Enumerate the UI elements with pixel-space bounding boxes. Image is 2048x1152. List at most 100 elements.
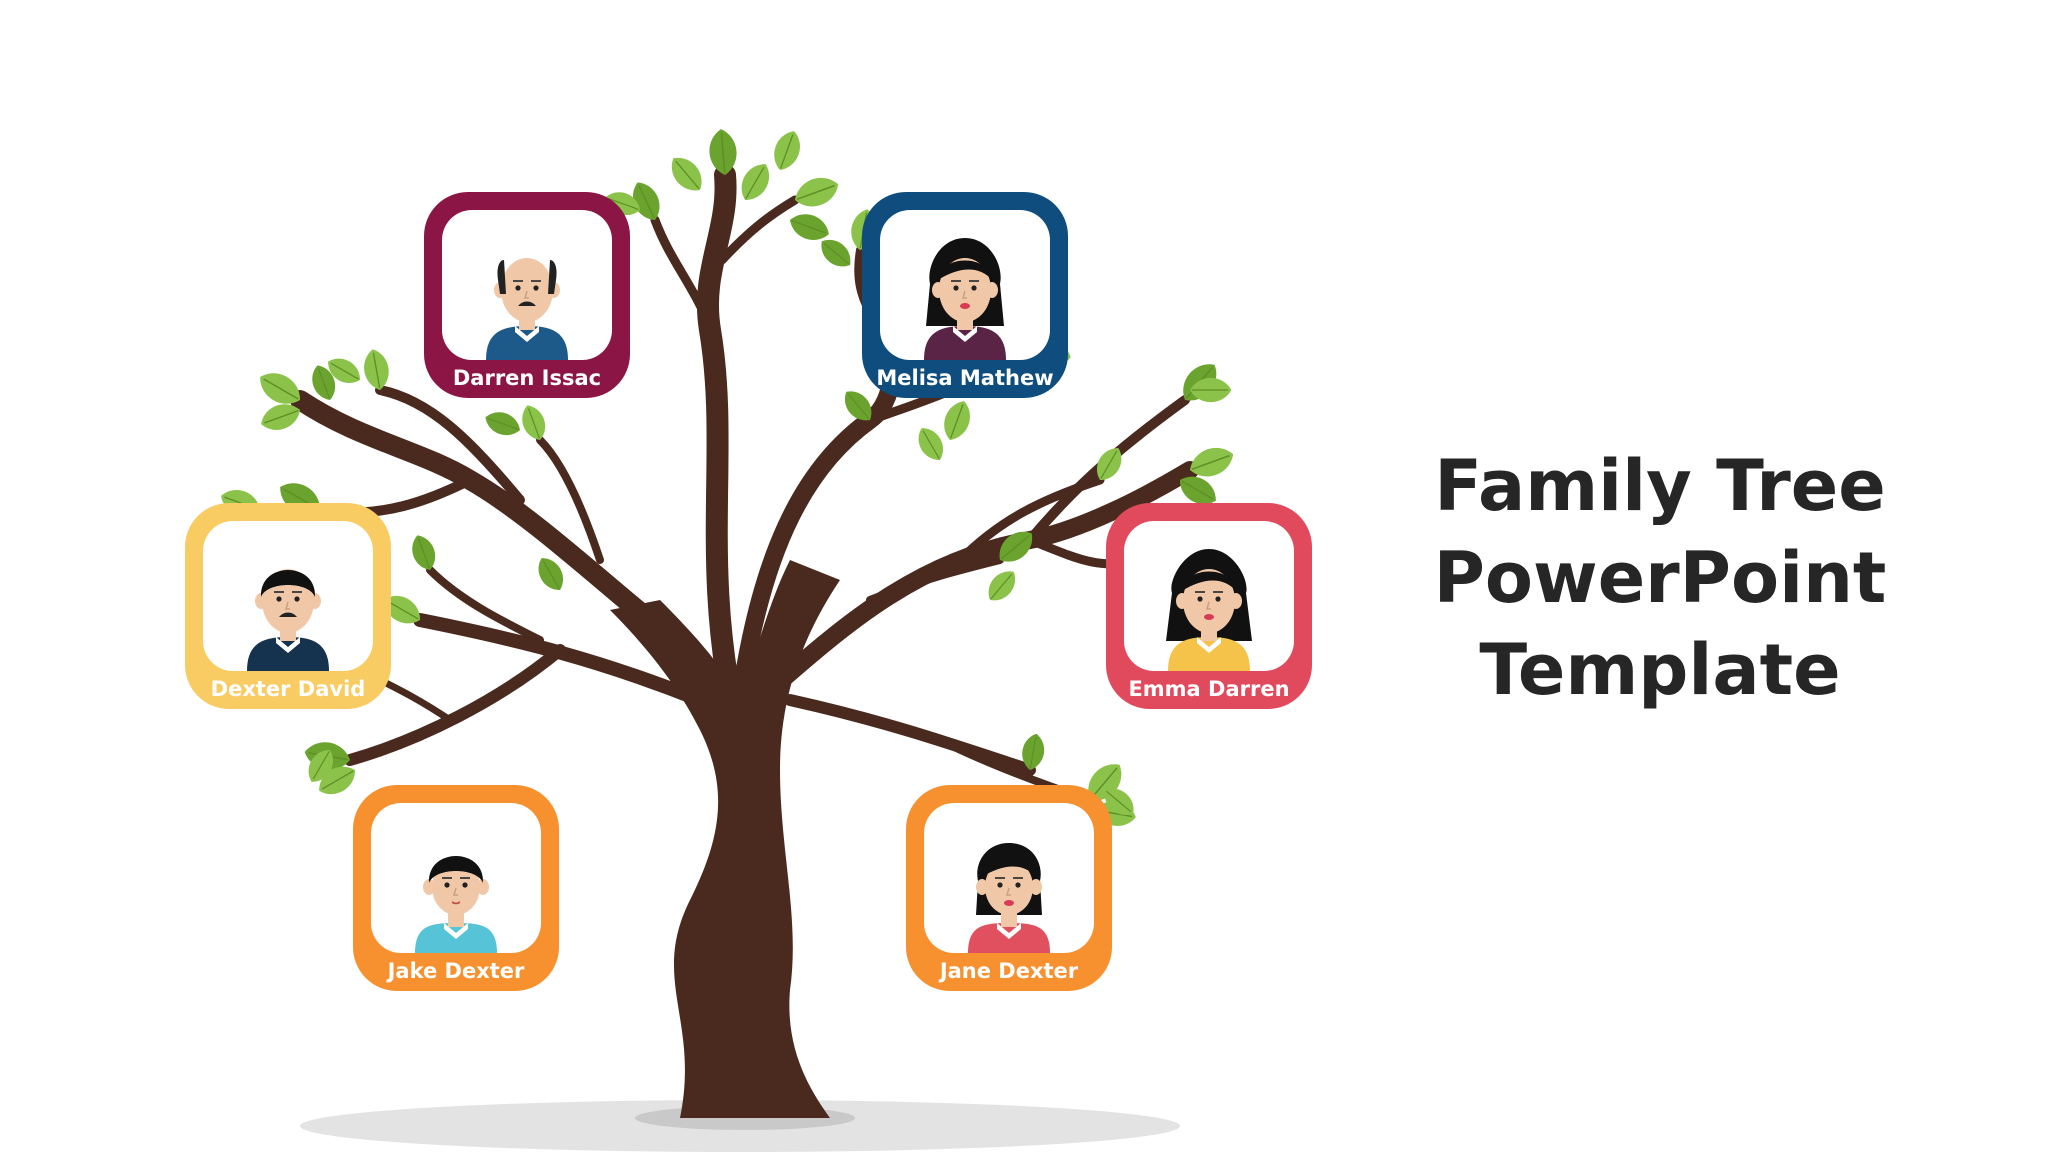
member-name: Emma Darren [1128, 677, 1290, 701]
shirt [1168, 637, 1250, 671]
leaf [633, 182, 660, 220]
leaf-vein [675, 160, 700, 190]
eye [462, 882, 468, 888]
face [432, 859, 480, 915]
leaf [1096, 448, 1122, 481]
leaf-vein [1105, 790, 1132, 813]
collar [997, 923, 1021, 939]
leaf [709, 129, 737, 175]
leaf [1022, 733, 1045, 770]
tree-trunk [610, 560, 840, 1118]
eye [1015, 882, 1021, 888]
title-line-3: Template [1479, 629, 1841, 711]
leaf [821, 240, 851, 267]
woman-long-hair-icon [1166, 549, 1252, 671]
collar [276, 637, 300, 653]
tree-branch [784, 694, 1036, 776]
tree-branch [696, 164, 746, 731]
face [1183, 569, 1235, 633]
leaf-vein [263, 378, 299, 400]
leaf-vein [488, 417, 519, 431]
hair-side [548, 260, 557, 294]
hair-fringe [982, 857, 1036, 877]
leaf-vein [847, 393, 870, 420]
eye [1215, 596, 1221, 602]
title-line-1: Family Tree [1434, 445, 1886, 527]
leaf-vein [1191, 454, 1230, 471]
leaf-vein [264, 409, 299, 424]
avatar-frame [880, 210, 1050, 360]
leaf [308, 749, 334, 782]
tree-branch [290, 390, 710, 670]
tree-branch [717, 195, 800, 265]
nose [1006, 887, 1011, 896]
collar [515, 326, 539, 342]
face [501, 258, 553, 322]
avatar-frame [442, 210, 612, 360]
member-card-dexter-david[interactable]: Dexter David [185, 503, 391, 709]
member-card-darren-issac[interactable]: Darren Issac [424, 192, 630, 398]
nose [285, 601, 290, 610]
leaf [944, 401, 970, 440]
leaf [790, 214, 829, 240]
leaf [312, 365, 336, 400]
leaf-vein [779, 134, 794, 169]
leaf [741, 164, 770, 201]
collar [1197, 637, 1221, 653]
leaf [1190, 377, 1232, 403]
leaf-vein [638, 185, 655, 219]
avatar-frame [203, 521, 373, 671]
lips [960, 303, 970, 309]
man-mustache-icon [247, 569, 329, 671]
leaf-vein [949, 404, 964, 439]
title-line-2: PowerPoint [1433, 537, 1887, 619]
tree-branch [866, 556, 1004, 604]
leaf-vein [745, 166, 765, 199]
leaf-vein [417, 538, 431, 569]
leaf [260, 373, 301, 404]
member-card-jane-dexter[interactable]: Jane Dexter [906, 785, 1112, 991]
tree-branch [536, 436, 604, 564]
eye [294, 596, 300, 602]
leaf-vein [542, 560, 560, 589]
face [985, 859, 1033, 915]
leaf [328, 358, 361, 384]
leaf [384, 595, 421, 624]
tree-branch [650, 215, 717, 335]
ear [477, 879, 489, 895]
leaf-vein [527, 408, 541, 439]
nose [453, 887, 458, 896]
leaf-vein [372, 352, 381, 389]
leaf-vein [1029, 736, 1037, 769]
leaf [795, 177, 839, 207]
member-card-emma-darren[interactable]: Emma Darren [1106, 503, 1312, 709]
mustache [279, 612, 297, 617]
leaf [1190, 447, 1234, 477]
leaf-vein [386, 600, 419, 620]
member-card-jake-dexter[interactable]: Jake Dexter [353, 785, 559, 991]
leaf-vein [922, 430, 940, 459]
leaf-vein [1181, 480, 1214, 500]
bald-man-mustache-icon [486, 258, 568, 360]
tree-branch [344, 644, 566, 766]
eye [276, 596, 282, 602]
eye [533, 285, 539, 291]
leaf [918, 428, 944, 461]
tree-branch [426, 566, 544, 644]
collar [444, 923, 468, 939]
leaf [774, 131, 800, 170]
collar [953, 326, 977, 342]
tree-branch [375, 385, 525, 505]
member-name: Melisa Mathew [876, 366, 1054, 390]
member-card-melisa-mathew[interactable]: Melisa Mathew [862, 192, 1068, 398]
leaf [522, 405, 546, 440]
leaf [988, 571, 1015, 601]
hair-top [260, 570, 316, 597]
hair-fringe [938, 260, 992, 280]
leaf [412, 535, 436, 570]
member-name: Jake Dexter [387, 959, 525, 983]
leaf-vein [330, 362, 359, 380]
leaf-vein [1000, 535, 1030, 560]
